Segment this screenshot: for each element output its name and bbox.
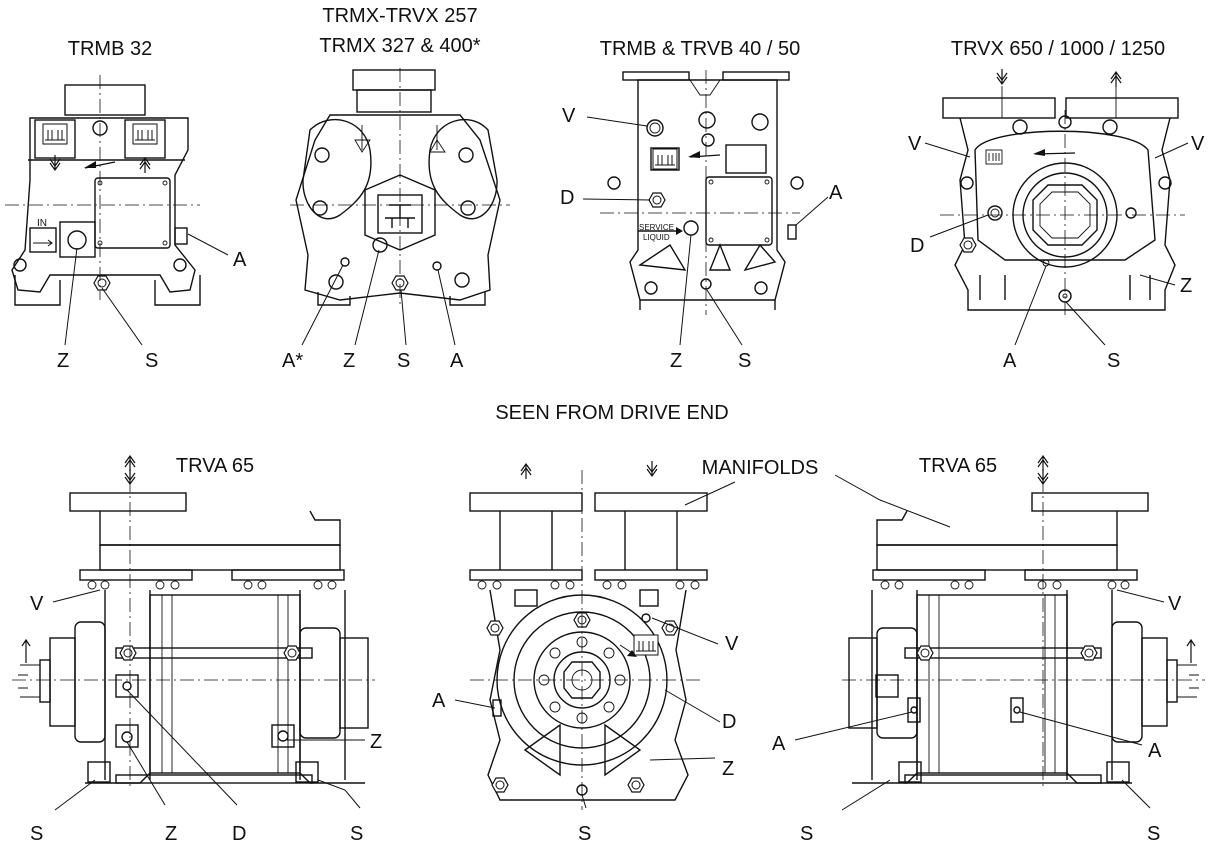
port-label-V: V (1168, 593, 1182, 615)
port-label-A-right: A (1148, 740, 1162, 762)
in-port-label: IN (37, 218, 47, 229)
port-label-S: S (397, 350, 410, 372)
port-label-D: D (560, 187, 574, 209)
port-label-Z-bottom: Z (165, 823, 177, 845)
port-label-S: S (145, 350, 158, 372)
port-label-Z: Z (722, 758, 734, 780)
port-label-D: D (722, 711, 736, 733)
port-label-V: V (562, 105, 576, 127)
port-label-S: S (578, 823, 591, 845)
port-label-S: S (738, 350, 751, 372)
port-label-S-left: S (800, 823, 813, 845)
port-label-V: V (725, 633, 739, 655)
port-label-S-right: S (1147, 823, 1160, 845)
port-label-A: A (233, 249, 247, 271)
port-label-A: A (450, 350, 464, 372)
drawing-trmb32: IN A Z S (5, 75, 247, 372)
drawing-trmx257: A* Z S A (282, 68, 510, 372)
port-label-V-left: V (908, 133, 922, 155)
port-label-Z-right: Z (370, 731, 382, 753)
drawing-trmb40: SERVICE LIQUID V D A Z S (560, 70, 843, 372)
port-label-A: A (829, 182, 843, 204)
port-label-V-right: V (1191, 133, 1205, 155)
port-label-D: D (910, 235, 924, 257)
port-label-S-left: S (30, 823, 43, 845)
manifolds-label: MANIFOLDS (702, 457, 819, 479)
port-label-A: A (432, 690, 446, 712)
title-trmb40: TRMB & TRVB 40 / 50 (600, 38, 800, 60)
drawing-trva65-left: V Z S Z D S (12, 455, 382, 845)
title-trmx257-line2: TRMX 327 & 400* (319, 35, 480, 57)
port-label-A-star: A* (282, 350, 303, 372)
title-trvx650: TRVX 650 / 1000 / 1250 (951, 38, 1165, 60)
title-trva65-left: TRVA 65 (176, 455, 254, 477)
port-label-A: A (1003, 350, 1017, 372)
section-heading-drive-end: SEEN FROM DRIVE END (495, 402, 728, 424)
port-label-A-left: A (772, 733, 786, 755)
port-label-V: V (30, 593, 44, 615)
title-trmx257-line1: TRMX-TRVX 257 (322, 5, 477, 27)
port-label-S: S (1107, 350, 1120, 372)
service-text: SERVICE (639, 223, 674, 232)
drawing-trvx650: V V D Z A S (908, 68, 1205, 372)
drawing-middle-end-view: V A D Z S (432, 460, 739, 845)
port-label-S-right: S (350, 823, 363, 845)
title-trmb32: TRMB 32 (68, 38, 152, 60)
title-trva65-right: TRVA 65 (919, 455, 997, 477)
port-label-Z: Z (670, 350, 682, 372)
port-label-D: D (232, 823, 246, 845)
port-label-Z: Z (1180, 275, 1192, 297)
liquid-text: LIQUID (643, 233, 670, 242)
port-label-Z: Z (343, 350, 355, 372)
drawing-trva65-right: V A A S S (772, 455, 1205, 845)
port-label-Z: Z (57, 350, 69, 372)
